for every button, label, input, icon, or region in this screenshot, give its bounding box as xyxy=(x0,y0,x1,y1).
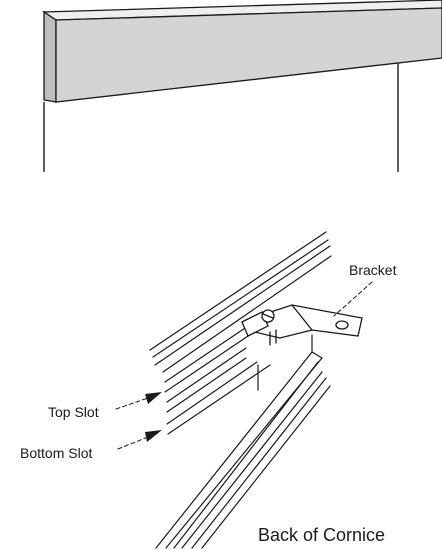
cornice-front-view xyxy=(41,0,442,172)
cornice-box xyxy=(41,0,442,103)
top-slot-leader xyxy=(115,397,149,410)
bracket-label: Bracket xyxy=(349,262,397,278)
top-slot-label: Top Slot xyxy=(48,404,99,420)
lower-panel xyxy=(155,334,331,549)
bracket-leader xyxy=(333,281,373,317)
top-slot-arrow-icon xyxy=(145,392,162,404)
bottom-slot-channel xyxy=(166,357,271,435)
bracket-hole-icon xyxy=(335,320,349,330)
top-slot-channel xyxy=(164,321,255,403)
bottom-slot-label: Bottom Slot xyxy=(20,445,92,461)
upper-rail xyxy=(149,231,332,373)
diagram-caption: Back of Cornice xyxy=(258,525,385,545)
cornice-back-view xyxy=(115,231,373,549)
bracket xyxy=(241,304,363,346)
bottom-slot-arrow-icon xyxy=(145,430,162,442)
bottom-slot-leader xyxy=(117,436,149,450)
